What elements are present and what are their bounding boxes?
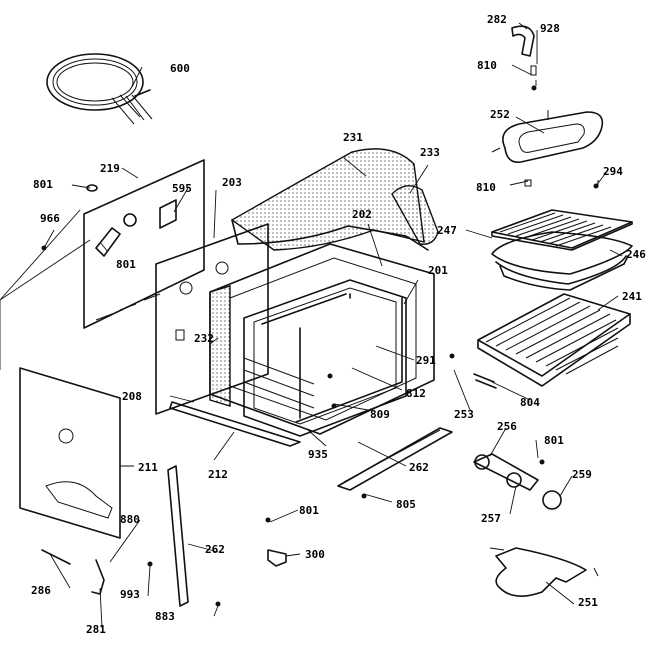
- label-810: 810: [476, 181, 496, 194]
- small-hardware: [41, 183, 599, 607]
- label-252: 252: [490, 108, 510, 121]
- label-231: 231: [343, 131, 363, 144]
- part-203-back-panel: [155, 223, 269, 415]
- label-880: 880: [120, 513, 140, 526]
- label-291: 291: [416, 354, 436, 367]
- label-805: 805: [396, 498, 416, 511]
- label-801: 801: [544, 434, 564, 447]
- label-809: 809: [370, 408, 390, 421]
- label-233: 233: [420, 146, 440, 159]
- label-281: 281: [86, 623, 106, 636]
- label-257: 257: [481, 512, 501, 525]
- label-801: 801: [33, 178, 53, 191]
- part-262-trim-strip-vertical: [167, 465, 189, 607]
- label-883: 883: [155, 610, 175, 623]
- part-208-bottom-panel: [169, 401, 301, 447]
- label-208: 208: [122, 390, 142, 403]
- leader-lines: [0, 22, 623, 629]
- label-286: 286: [31, 584, 51, 597]
- label-300: 300: [305, 548, 325, 561]
- label-935: 935: [308, 448, 328, 461]
- label-202: 202: [352, 208, 372, 221]
- label-219: 219: [100, 162, 120, 175]
- label-232: 232: [194, 332, 214, 345]
- label-201: 201: [428, 264, 448, 277]
- label-262: 262: [205, 543, 225, 556]
- label-282: 282: [487, 13, 507, 26]
- part-233-vent-duct: [391, 185, 439, 245]
- label-259: 259: [572, 468, 592, 481]
- part-252-broil-pan-element: [491, 110, 604, 187]
- label-812: 812: [406, 387, 426, 400]
- label-993: 993: [120, 588, 140, 601]
- label-804: 804: [520, 396, 540, 409]
- part-600-wire-harness: [46, 53, 153, 125]
- part-262-trim-strip-lower: [337, 427, 453, 491]
- label-600: 600: [170, 62, 190, 75]
- label-966: 966: [40, 212, 60, 225]
- label-595: 595: [172, 182, 192, 195]
- label-256: 256: [497, 420, 517, 433]
- part-labels: 282 928 810 252 294 810 600 219 801 595 …: [31, 13, 646, 636]
- label-203: 203: [222, 176, 242, 189]
- label-251: 251: [578, 596, 598, 609]
- part-211-side-panel: [19, 367, 121, 539]
- label-247: 247: [437, 224, 457, 237]
- label-810: 810: [477, 59, 497, 72]
- label-801: 801: [299, 504, 319, 517]
- label-246: 246: [626, 248, 646, 261]
- label-212: 212: [208, 468, 228, 481]
- part-282-conduit: [511, 25, 537, 91]
- part-219-control-panel: [83, 159, 205, 329]
- part-256-burner-assembly: [473, 453, 562, 510]
- label-801: 801: [116, 258, 136, 271]
- part-231-oven-body: [209, 148, 435, 435]
- label-241: 241: [622, 290, 642, 303]
- part-202-oven-frame: [243, 279, 407, 437]
- part-241-oven-rack: [477, 293, 631, 387]
- label-928: 928: [540, 22, 560, 35]
- label-294: 294: [603, 165, 623, 178]
- label-253: 253: [454, 408, 474, 421]
- label-262: 262: [409, 461, 429, 474]
- part-246-broiler-pan: [491, 231, 633, 291]
- label-211: 211: [138, 461, 158, 474]
- part-247-broiler-grid: [491, 209, 633, 251]
- part-251-bake-element: [489, 547, 599, 597]
